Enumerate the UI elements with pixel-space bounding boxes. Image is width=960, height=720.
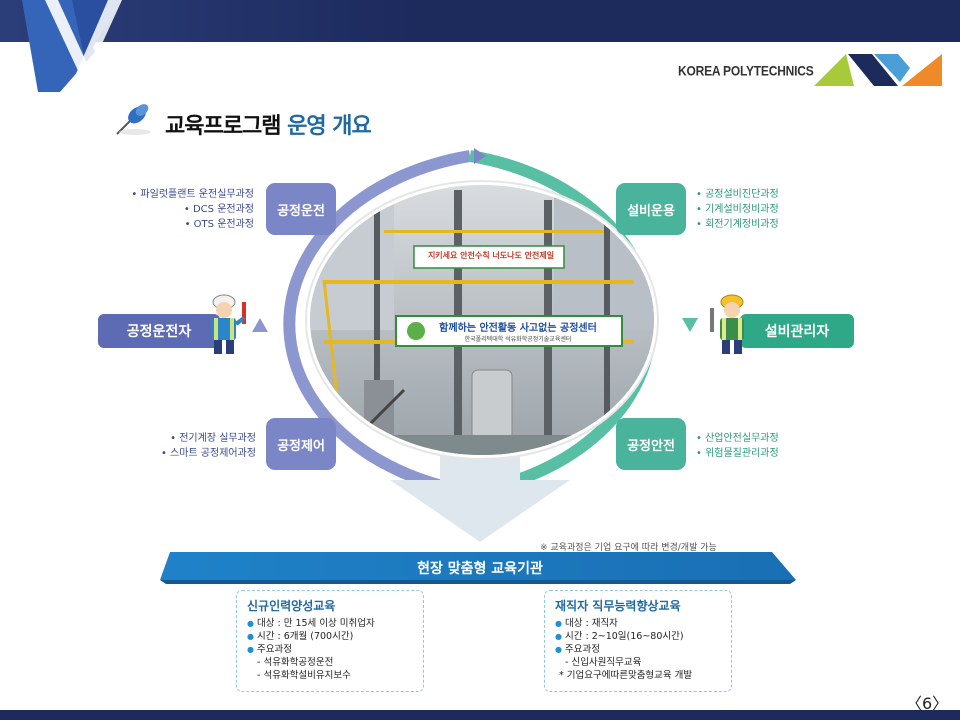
- bullet-icon: ●: [247, 619, 254, 628]
- page-title: 교육프로그램 운영 개요: [165, 108, 372, 140]
- bullet-icon: ●: [555, 632, 562, 641]
- pushpin-icon: [116, 104, 151, 135]
- course-item: • 스마트 공정제어과정: [160, 448, 256, 459]
- bullet-icon: ●: [555, 619, 562, 628]
- page-title-accent: 운영 개요: [287, 114, 372, 139]
- courses-process-control: • 전기계장 실무과정 • 스마트 공정제어과정: [112, 431, 256, 461]
- card-incumbent-training: 재직자 직무능력향상교육 ●대상 : 재직자 ●시간 : 2~10일(16~80…: [544, 590, 732, 692]
- course-item: • 회전기계정비과정: [696, 219, 779, 230]
- card-line: ●시간 : 2~10일(16~80시간): [555, 630, 721, 643]
- cycle-arrow-top: [474, 148, 486, 164]
- down-arrow: [390, 430, 570, 542]
- footer-bar: [0, 710, 960, 720]
- header-chevron-logo: [22, 0, 122, 92]
- customization-note: ※ 교육과정은 기업 요구에 따라 변경/개발 가능: [540, 543, 717, 553]
- card-line-text: 시간 : 2~10일(16~80시간): [564, 631, 684, 642]
- card-subline: * 기업요구에따른맞춤형교육 개발: [559, 670, 693, 681]
- bullet-icon: ●: [555, 645, 562, 654]
- card-line-text: 주요과정: [564, 644, 600, 655]
- course-item: • OTS 운전과정: [184, 219, 254, 230]
- course-item: • DCS 운전과정: [183, 204, 254, 215]
- card-title: 신규인력양성교육: [247, 599, 336, 613]
- role-equipment-manager: 설비관리자: [740, 314, 854, 348]
- node-process-control: 공정제어: [266, 418, 336, 470]
- course-item: • 파일럿플랜트 운전실무과정: [131, 189, 254, 200]
- cycle-arrow-left: [252, 318, 268, 332]
- course-item: • 기계설비정비과정: [696, 204, 779, 215]
- card-subline: - 석유화학설비유지보수: [257, 670, 351, 681]
- page-title-main: 교육프로그램: [165, 114, 281, 139]
- card-line-text: 대상 : 만 15세 이상 미취업자: [256, 618, 375, 629]
- card-subline: - 신입사원직무교육: [565, 657, 642, 668]
- card-line: ●시간 : 6개월 (700시간): [247, 630, 413, 643]
- card-line-text: 시간 : 6개월 (700시간): [256, 631, 354, 642]
- course-item: • 공정설비진단과정: [696, 189, 779, 200]
- worker-figure-left-icon: [212, 294, 246, 354]
- card-line-text: 주요과정: [256, 644, 292, 655]
- card-new-workforce: 신규인력양성교육 ●대상 : 만 15세 이상 미취업자 ●시간 : 6개월 (…: [236, 590, 424, 692]
- banner-label: 현장 맞춤형 교육기관: [417, 561, 543, 577]
- brand-text: KOREA POLYTECHNICS: [678, 62, 814, 80]
- bullet-icon: ●: [247, 632, 254, 641]
- course-item: • 산업안전실무과정: [696, 433, 779, 444]
- banner-bar: [160, 552, 796, 584]
- card-line: ●주요과정: [555, 643, 721, 656]
- course-item: • 위험물질관리과정: [696, 448, 779, 459]
- courses-process-operation: • 파일럿플랜트 운전실무과정 • DCS 운전과정 • OTS 운전과정: [92, 187, 254, 232]
- photo-sign-top: 지키세요 안전수칙 너도나도 안전제일: [427, 251, 555, 260]
- node-process-operation: 공정운전: [266, 183, 336, 235]
- role-process-operator: 공정운전자: [98, 314, 220, 348]
- course-item: • 전기계장 실무과정: [170, 433, 256, 444]
- card-line: ●대상 : 만 15세 이상 미취업자: [247, 617, 413, 630]
- card-subline: - 석유화학공정운전: [257, 657, 334, 668]
- card-line: ●주요과정: [247, 643, 413, 656]
- brand-logo: [814, 54, 942, 86]
- card-line: ●대상 : 재직자: [555, 617, 721, 630]
- node-process-safety: 공정안전: [616, 418, 686, 470]
- photo-sign-middle-sub: 한국폴리텍대학 석유화학공정기술교육센터: [464, 336, 572, 343]
- node-equipment-operation: 설비운용: [616, 183, 686, 235]
- photo-sign-middle: 함께하는 안전활동 사고없는 공정센터: [439, 323, 597, 334]
- bullet-icon: ●: [247, 645, 254, 654]
- page-number: 〈6〉: [906, 694, 949, 713]
- cycle-arc-left: [283, 150, 471, 498]
- card-title: 재직자 직무능력향상교육: [555, 599, 681, 613]
- cycle-arrow-right: [682, 318, 698, 332]
- worker-figure-right-icon: [710, 294, 744, 354]
- courses-process-safety: • 산업안전실무과정 • 위험물질관리과정: [696, 431, 836, 461]
- facility-photo: [305, 180, 659, 460]
- card-line-text: 대상 : 재직자: [564, 618, 618, 629]
- courses-equipment-operation: • 공정설비진단과정 • 기계설비정비과정 • 회전기계정비과정: [696, 187, 836, 232]
